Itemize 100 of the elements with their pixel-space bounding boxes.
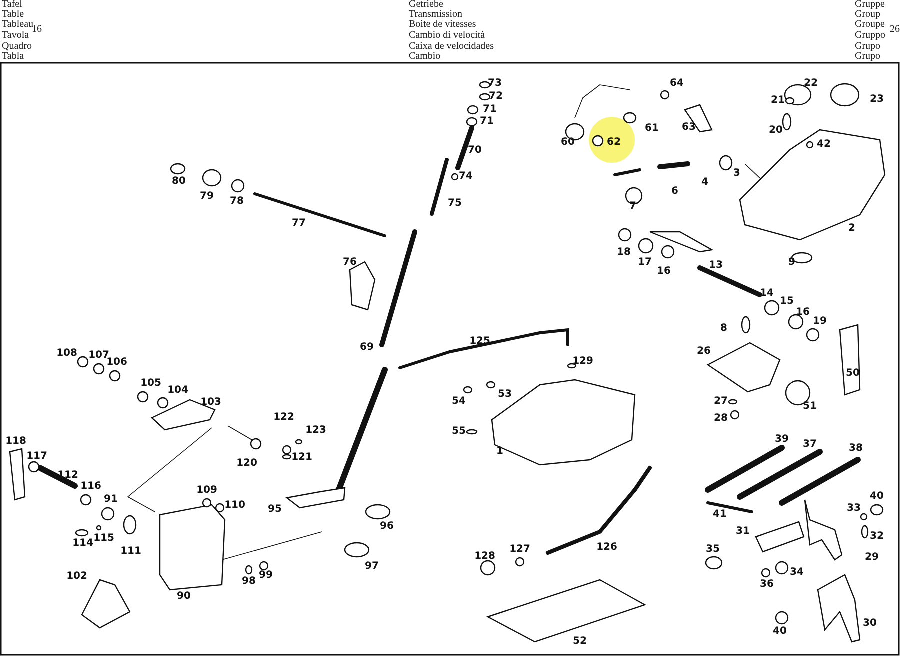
callout-number: 116 — [80, 482, 102, 492]
callout-number: 30 — [863, 619, 877, 629]
callout-number: 96 — [380, 522, 394, 532]
header-text: Gruppo — [855, 31, 886, 41]
callout-number: 63 — [682, 123, 696, 133]
callout-number: 32 — [870, 532, 884, 542]
callout-number: 28 — [714, 414, 728, 424]
callout-number: 3 — [734, 169, 740, 179]
callout-number: 13 — [709, 261, 723, 271]
header-text: Tableau — [2, 20, 34, 30]
callout-number: 110 — [224, 501, 246, 511]
header-text: Cambio di velocità — [409, 31, 486, 41]
callout-number: 104 — [168, 386, 188, 396]
callout-number: 64 — [670, 79, 684, 89]
callout-number: 39 — [775, 435, 789, 445]
callout-number: 70 — [468, 146, 482, 156]
callout-number: 31 — [736, 527, 750, 537]
callout-number: 15 — [780, 297, 794, 307]
header-text: 16 — [32, 25, 42, 35]
callout-number: 109 — [196, 486, 218, 496]
header-text: Grupo — [855, 42, 881, 52]
callout-number: 42 — [817, 140, 831, 150]
callout-number: 20 — [769, 126, 783, 136]
callout-number: 105 — [140, 379, 162, 389]
callout-number: 122 — [274, 413, 294, 423]
header-text: 26 — [890, 25, 900, 35]
callout-number: 75 — [448, 199, 462, 209]
callout-number: 123 — [306, 426, 326, 436]
callout-number: 72 — [489, 92, 503, 102]
callout-number: 106 — [106, 358, 128, 368]
callout-number: 71 — [483, 105, 497, 115]
callout-number: 2 — [848, 224, 856, 234]
callout-number: 41 — [713, 510, 727, 520]
header-text: Grupo — [855, 52, 881, 62]
callout-number: 6 — [672, 187, 678, 197]
callout-number: 16 — [657, 267, 671, 277]
callout-number: 14 — [760, 289, 774, 299]
callout-number: 54 — [452, 397, 466, 407]
callout-number: 53 — [498, 390, 512, 400]
callout-number: 95 — [268, 505, 282, 515]
callout-number: 108 — [56, 349, 78, 359]
header-text: Transmission — [409, 10, 463, 20]
callout-number: 19 — [813, 317, 827, 327]
callout-number: 4 — [702, 178, 708, 188]
header-text: Gruppe — [855, 0, 885, 10]
callout-number: 74 — [459, 172, 473, 182]
callout-number: 18 — [617, 248, 631, 258]
callout-number: 23 — [870, 95, 884, 105]
callout-number: 117 — [26, 452, 48, 462]
callout-number: 121 — [292, 453, 312, 463]
callout-number: 55 — [452, 427, 466, 437]
callout-number: 17 — [638, 258, 652, 268]
callout-number: 79 — [200, 192, 214, 202]
header-text: Table — [2, 10, 24, 20]
callout-number: 129 — [572, 357, 594, 367]
callout-number: 114 — [72, 539, 94, 549]
callout-number: 118 — [6, 437, 26, 447]
callout-number: 97 — [365, 562, 379, 572]
callout-number: 40 — [773, 627, 787, 637]
header-text: Tafel — [2, 0, 22, 10]
header-text: Tavola — [2, 31, 30, 41]
header-text: Quadro — [2, 42, 32, 52]
header-text: Caixa de velocidades — [409, 42, 494, 52]
callout-number: 99 — [259, 571, 273, 581]
callout-number: 50 — [846, 369, 860, 379]
callout-number: 91 — [104, 495, 118, 505]
callout-number: 21 — [771, 96, 785, 106]
callout-number: 40 — [870, 492, 884, 502]
callout-number: 111 — [120, 547, 142, 557]
callout-number: 61 — [645, 124, 659, 134]
callout-number: 8 — [720, 324, 728, 334]
callout-number: 128 — [474, 552, 496, 562]
header-text: Cambio — [409, 52, 441, 62]
callout-number: 38 — [849, 444, 863, 454]
header-text: Groupe — [855, 20, 885, 30]
callout-number: 26 — [697, 347, 711, 357]
callout-number: 107 — [88, 351, 110, 361]
callout-number: 77 — [292, 219, 306, 229]
callout-number: 27 — [714, 397, 728, 407]
callout-number: 73 — [488, 79, 502, 89]
callout-number: 102 — [66, 572, 88, 582]
callout-number: 76 — [343, 258, 357, 268]
callout-number: 71 — [480, 117, 494, 127]
callout-number: 115 — [94, 534, 114, 544]
callout-number: 35 — [706, 545, 720, 555]
callout-number: 80 — [172, 177, 186, 187]
callout-number: 90 — [177, 592, 191, 602]
callout-number: 69 — [360, 343, 374, 353]
callout-number: 98 — [242, 577, 256, 587]
callout-number: 22 — [804, 79, 818, 89]
callout-number: 126 — [596, 543, 618, 553]
callout-number: 33 — [847, 504, 861, 514]
callout-number: 34 — [790, 568, 804, 578]
header-text: Tabla — [2, 52, 24, 62]
callout-number: 51 — [803, 402, 817, 412]
header-text: Getriebe — [409, 0, 444, 10]
header-text: Boite de vitesses — [409, 20, 476, 30]
callout-number: 29 — [865, 553, 879, 563]
header-text: Group — [855, 10, 881, 20]
callout-number: 120 — [236, 459, 258, 469]
